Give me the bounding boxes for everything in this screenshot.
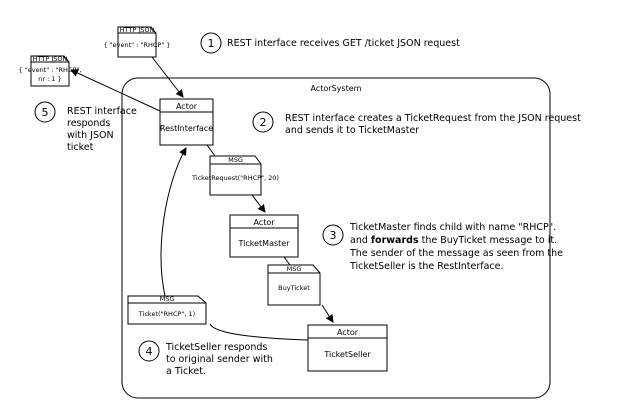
step-3-badge — [322, 224, 344, 246]
step-5-text-line2: responds — [67, 118, 110, 129]
ticket-body: Ticket("RHCP", 1) — [138, 310, 195, 318]
http-request-message — [117, 26, 157, 58]
http-response-body-line2: nr : 1 } — [38, 75, 61, 83]
step-3-text-line2: and forwards the BuyTicket message to it… — [350, 235, 557, 246]
http-response-message — [30, 55, 70, 87]
step-2-number: 2 — [260, 116, 267, 129]
ticketrequest-body: TicketRequest("RHCP", 20) — [191, 174, 279, 182]
step-4-text-line2: to original sender with — [166, 354, 273, 365]
step-5-number: 5 — [42, 106, 49, 119]
buyticket-message — [267, 264, 321, 306]
http-request-header: HTTP JSON — [120, 26, 155, 34]
step-1-badge — [200, 32, 222, 54]
actor-system-container — [121, 77, 551, 399]
step-3-text-line3: The sender of the message as seen from t… — [349, 248, 563, 259]
buyticket-to-seller-line — [321, 304, 334, 323]
actor-rest-name: RestInterface — [160, 124, 213, 133]
step-5-text-line3: with JSON — [67, 130, 114, 141]
step-2-text-line1: REST interface creates a TicketRequest f… — [285, 113, 581, 124]
ticketrequest-to-master-line — [251, 194, 266, 213]
ticketrequest-header: MSG — [228, 156, 243, 164]
http-request-to-rest-line — [151, 56, 184, 98]
buyticket-body: BuyTicket — [278, 284, 310, 292]
step-3-text-line4: TicketSeller is the RestInterface. — [349, 261, 504, 272]
actor-master-name: TicketMaster — [238, 239, 291, 248]
step-1-number: 1 — [208, 37, 215, 50]
ticket-header: MSG — [160, 295, 175, 303]
step-3-number: 3 — [330, 229, 337, 242]
buyticket-header: MSG — [287, 265, 302, 273]
step-4-text-line3: a Ticket. — [166, 366, 206, 377]
seller-to-ticket-curve — [209, 323, 309, 341]
step-1-text: REST interface receives GET /ticket JSON… — [227, 38, 460, 49]
step-4-badge — [138, 340, 160, 362]
actor-rest-type: Actor — [176, 102, 198, 111]
actor-seller-name: TicketSeller — [323, 350, 371, 359]
http-request-body: { "event" : "RHCP" } — [103, 41, 170, 49]
actor-rest-interface: Actor RestInterface — [159, 98, 214, 146]
step-3-text-line1: TicketMaster finds child with name "RHCP… — [349, 222, 556, 233]
actor-master-type: Actor — [253, 218, 275, 227]
step-2-text-line2: and sends it to TicketMaster — [285, 125, 419, 136]
actor-seller-type: Actor — [337, 328, 359, 337]
actor-ticket-seller: Actor TicketSeller — [307, 324, 388, 372]
step-4-text-line1: TicketSeller responds — [165, 342, 267, 353]
master-to-buyticket-line — [283, 256, 291, 266]
step-2-badge — [252, 111, 274, 133]
ticketrequest-message — [209, 155, 262, 196]
rest-to-http-response-line — [70, 69, 161, 112]
step-5-text-line1: REST interface — [67, 106, 137, 117]
http-response-body-line1: { "event" : "RHCP", — [19, 66, 82, 74]
actor-ticket-master: Actor TicketMaster — [229, 214, 299, 258]
step-5-text-line4: ticket — [67, 142, 94, 153]
actor-system-label: ActorSystem — [311, 84, 362, 93]
http-response-header: HTTP JSON — [33, 55, 68, 63]
rest-to-ticketrequest-line — [206, 144, 216, 157]
step-4-number: 4 — [146, 345, 153, 358]
step-5-badge — [34, 101, 56, 123]
ticket-to-rest-curve — [160, 147, 187, 297]
